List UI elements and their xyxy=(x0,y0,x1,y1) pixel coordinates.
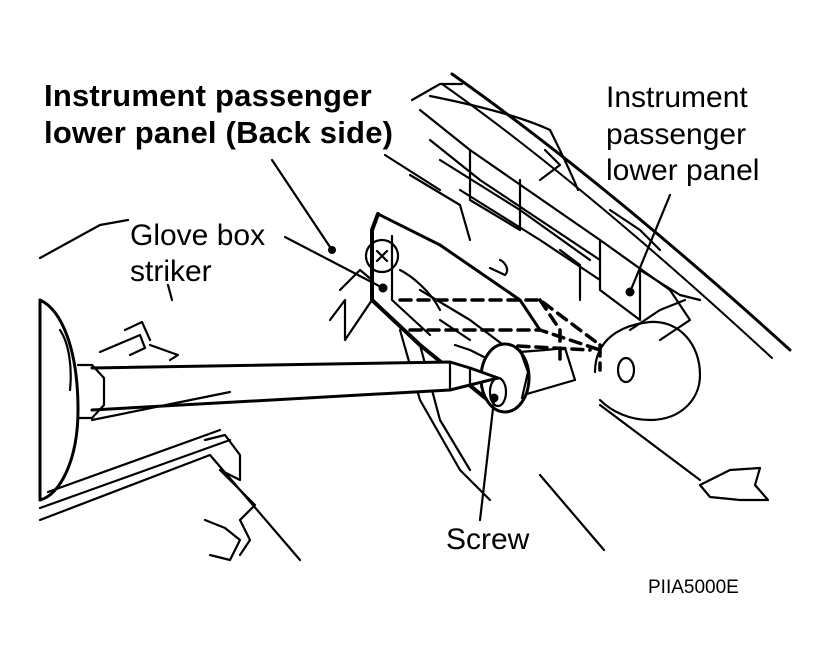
label-back-side-line-1: Instrument passenger xyxy=(44,78,372,113)
panel-body xyxy=(383,108,702,342)
label-striker-line-2: striker xyxy=(130,255,212,288)
lower-trim xyxy=(38,218,302,562)
panel-back-frame xyxy=(328,212,577,502)
label-screw: Screw xyxy=(446,523,530,556)
x-mark-icon xyxy=(375,249,389,263)
screw-hole-circle xyxy=(364,238,400,274)
right-details xyxy=(538,298,770,552)
leader-screw xyxy=(478,398,496,522)
label-striker-line-1: Glove box xyxy=(130,219,266,252)
leader-lines xyxy=(166,158,672,522)
figure-code: PIIA5000E xyxy=(648,577,739,598)
leader-panel xyxy=(628,193,672,294)
leader-striker-1 xyxy=(283,235,385,290)
label-glove-box-striker: Glove box striker xyxy=(130,218,265,290)
leader-back-side xyxy=(270,158,334,252)
label-back-side: Instrument passenger lower panel (Back s… xyxy=(44,78,393,151)
label-panel-line-2: passenger xyxy=(606,117,747,151)
label-panel-line-3: lower panel xyxy=(606,154,760,188)
dashboard-edge xyxy=(410,72,792,359)
leader-striker-2 xyxy=(166,283,174,302)
leader-dots xyxy=(328,246,635,403)
label-back-side-line-2: lower panel (Back side) xyxy=(44,114,394,150)
hidden-lines xyxy=(398,298,602,372)
screwdriver xyxy=(38,298,500,502)
label-panel-line-1: Instrument xyxy=(606,81,748,114)
clip-fragment xyxy=(698,466,770,502)
label-panel: Instrument passenger lower panel xyxy=(606,80,759,190)
